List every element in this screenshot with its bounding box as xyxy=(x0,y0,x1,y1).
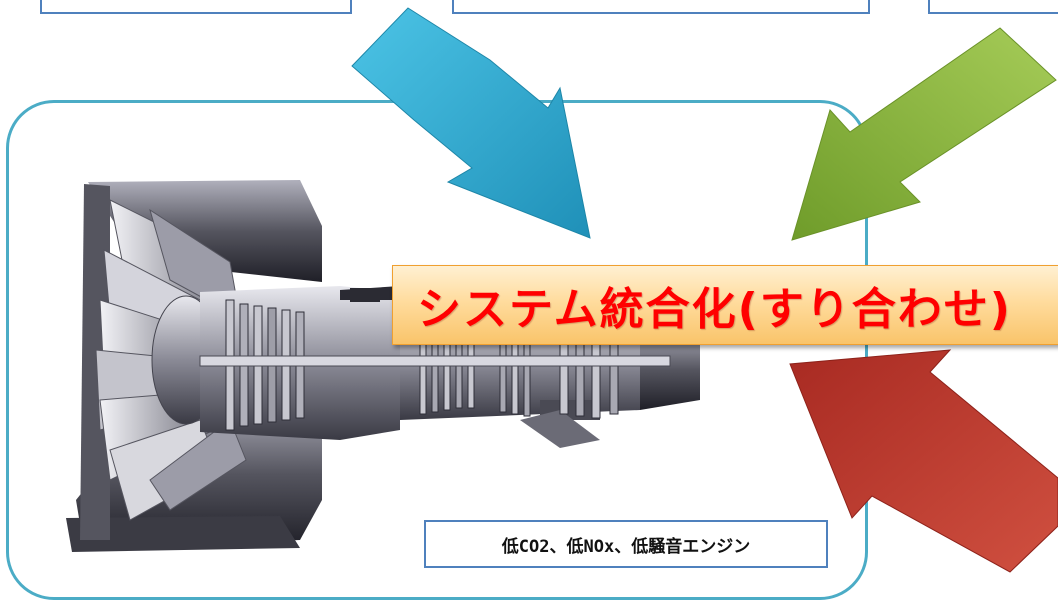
engine-caption-box: 低CO2、低NOx、低騒音エンジン xyxy=(424,520,828,568)
top-label-box-left xyxy=(40,0,352,14)
system-integration-label: システム統合化(すり合わせ) xyxy=(417,284,1012,335)
engine-caption-label: 低CO2、低NOx、低騒音エンジン xyxy=(501,536,751,557)
engine-shaft xyxy=(199,355,671,367)
system-integration-banner: システム統合化(すり合わせ) xyxy=(392,265,1058,345)
top-label-box-right xyxy=(928,0,1058,14)
